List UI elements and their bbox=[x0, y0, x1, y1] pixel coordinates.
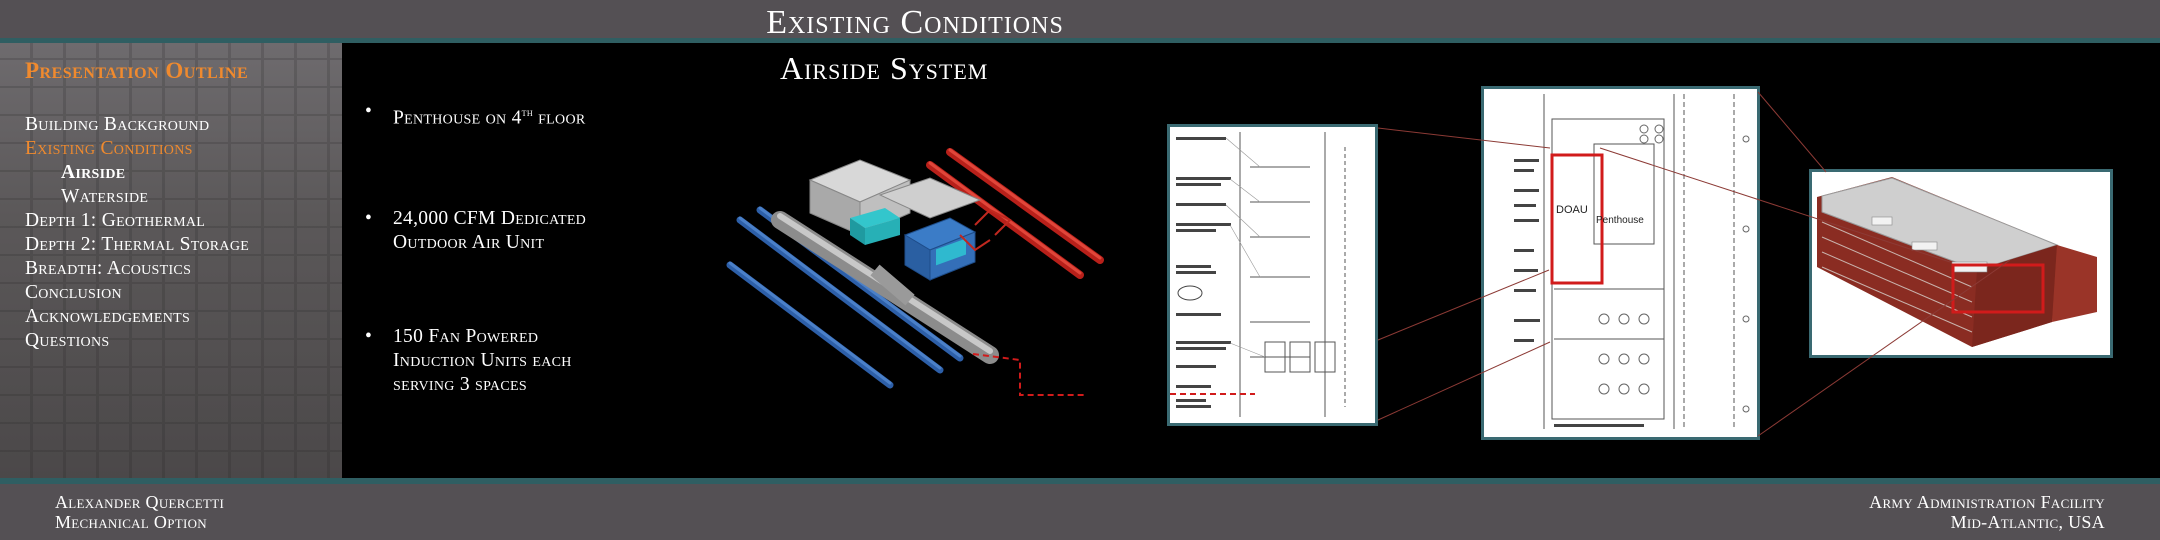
building-3d-view bbox=[1809, 169, 2113, 358]
doau-label: DOAU bbox=[1556, 204, 1588, 216]
footer-divider bbox=[0, 478, 2160, 484]
outline-item-existing-conditions[interactable]: Existing Conditions bbox=[25, 138, 193, 159]
outline-sidebar: Presentation Outline Building Background… bbox=[0, 43, 342, 478]
outline-item-waterside[interactable]: Waterside bbox=[61, 186, 149, 207]
author-name: Alexander Quercetti bbox=[55, 492, 225, 512]
duct-model-illustration bbox=[726, 148, 1104, 396]
section-drawing bbox=[1167, 124, 1378, 426]
bullet-doau: • 24,000 CFM Dedicated Outdoor Air Unit bbox=[365, 207, 586, 255]
bullet-text: floor bbox=[532, 107, 586, 129]
outline-item-airside[interactable]: Airside bbox=[61, 162, 126, 183]
project-name: Army Administration Facility bbox=[1869, 492, 2105, 512]
slide-subtitle: Airside System bbox=[780, 50, 989, 86]
outline-item-building-background[interactable]: Building Background bbox=[25, 114, 210, 135]
project-location: Mid-Atlantic, USA bbox=[1950, 512, 2105, 532]
section-drawing-linework bbox=[1170, 132, 1346, 417]
bullet-text: Induction Units each bbox=[393, 350, 572, 371]
outline-item-geothermal[interactable]: Depth 1: Geothermal bbox=[25, 210, 206, 231]
footer-project: Army Administration Facility Mid-Atlanti… bbox=[1869, 492, 2105, 532]
bullet-text: 150 Fan Powered bbox=[393, 326, 539, 347]
penthouse-floor-plan: DOAU Penthouse bbox=[1481, 86, 1760, 440]
outline-item-conclusion[interactable]: Conclusion bbox=[25, 282, 122, 303]
outline-item-acknowledgements[interactable]: Acknowledgements bbox=[25, 306, 191, 327]
outline-item-thermal-storage[interactable]: Depth 2: Thermal Storage bbox=[25, 234, 250, 255]
bullet-text: Outdoor Air Unit bbox=[393, 232, 545, 253]
bullet-dot: • bbox=[365, 326, 373, 347]
bullet-dot: • bbox=[365, 208, 373, 229]
title-bar: Existing Conditions bbox=[0, 0, 2160, 43]
bullet-text: 24,000 CFM Dedicated bbox=[393, 208, 587, 229]
bullet-fpiu: • 150 Fan Powered Induction Units each s… bbox=[365, 325, 572, 397]
outline-item-acoustics[interactable]: Breadth: Acoustics bbox=[25, 258, 192, 279]
outline-title: Presentation Outline bbox=[25, 58, 249, 83]
author-option: Mechanical Option bbox=[55, 512, 207, 532]
title-divider bbox=[0, 38, 2160, 43]
bullet-text: serving 3 spaces bbox=[393, 374, 527, 395]
outline-item-questions[interactable]: Questions bbox=[25, 330, 110, 351]
sidebar-background-image bbox=[0, 43, 342, 478]
bullet-superscript: th bbox=[521, 105, 533, 119]
floor-plan-linework: DOAU Penthouse bbox=[1514, 94, 1750, 429]
bullet-dot: • bbox=[365, 101, 373, 122]
bullet-penthouse: • Penthouse on 4th floor bbox=[365, 100, 586, 131]
bullet-text: Penthouse on 4 bbox=[393, 107, 522, 129]
building-rendering bbox=[1812, 172, 2110, 355]
outline-list: Building Background Existing Conditions … bbox=[25, 113, 249, 353]
slide-title: Existing Conditions bbox=[766, 4, 1064, 41]
footer-bar: Alexander Quercetti Mechanical Option Ar… bbox=[0, 478, 2160, 540]
footer-author: Alexander Quercetti Mechanical Option bbox=[55, 492, 224, 532]
penthouse-label: Penthouse bbox=[1596, 215, 1644, 226]
